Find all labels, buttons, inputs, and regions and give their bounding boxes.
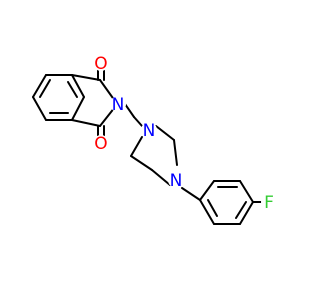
molecule-structure: O O N N N F bbox=[32, 54, 277, 225]
bond bbox=[239, 201, 254, 225]
atom-n-piperazine-bottom: N bbox=[168, 171, 184, 191]
bond-aromatic bbox=[39, 79, 51, 98]
bond bbox=[239, 180, 254, 203]
atom-label: N bbox=[143, 121, 156, 141]
imide-ring bbox=[71, 67, 116, 138]
bond bbox=[133, 116, 143, 127]
bond-aromatic bbox=[235, 201, 247, 219]
bond bbox=[199, 180, 215, 201]
atom-fluorine: F bbox=[261, 193, 277, 213]
atom-n-imide: N bbox=[110, 95, 126, 115]
bond bbox=[130, 155, 153, 171]
bond-aromatic bbox=[207, 199, 218, 217]
bond bbox=[71, 74, 85, 98]
atom-label: F bbox=[264, 193, 274, 213]
atom-o-top: O bbox=[93, 54, 109, 74]
linker-and-piperazine bbox=[124, 103, 178, 186]
atom-label: O bbox=[94, 134, 107, 154]
atom-n-piperazine-top: N bbox=[141, 121, 157, 141]
bond bbox=[124, 103, 135, 118]
bond bbox=[199, 199, 215, 225]
bond bbox=[71, 96, 85, 121]
bond bbox=[151, 169, 171, 186]
fluorobenzyl-group bbox=[181, 180, 263, 225]
bond bbox=[155, 125, 175, 141]
bond bbox=[32, 96, 47, 121]
atom-label: O bbox=[94, 54, 107, 74]
benzene-ring-phthalimide bbox=[32, 74, 85, 121]
bond bbox=[181, 187, 201, 201]
bond-aromatic bbox=[67, 81, 78, 98]
bond bbox=[99, 79, 116, 102]
bond bbox=[71, 74, 101, 81]
bond bbox=[71, 119, 101, 127]
atom-label: N bbox=[170, 171, 183, 191]
bond bbox=[130, 136, 143, 157]
bond bbox=[173, 139, 178, 166]
bond bbox=[32, 74, 47, 98]
bond bbox=[99, 106, 116, 127]
atom-o-bottom: O bbox=[93, 134, 109, 154]
atom-label: N bbox=[112, 95, 125, 115]
